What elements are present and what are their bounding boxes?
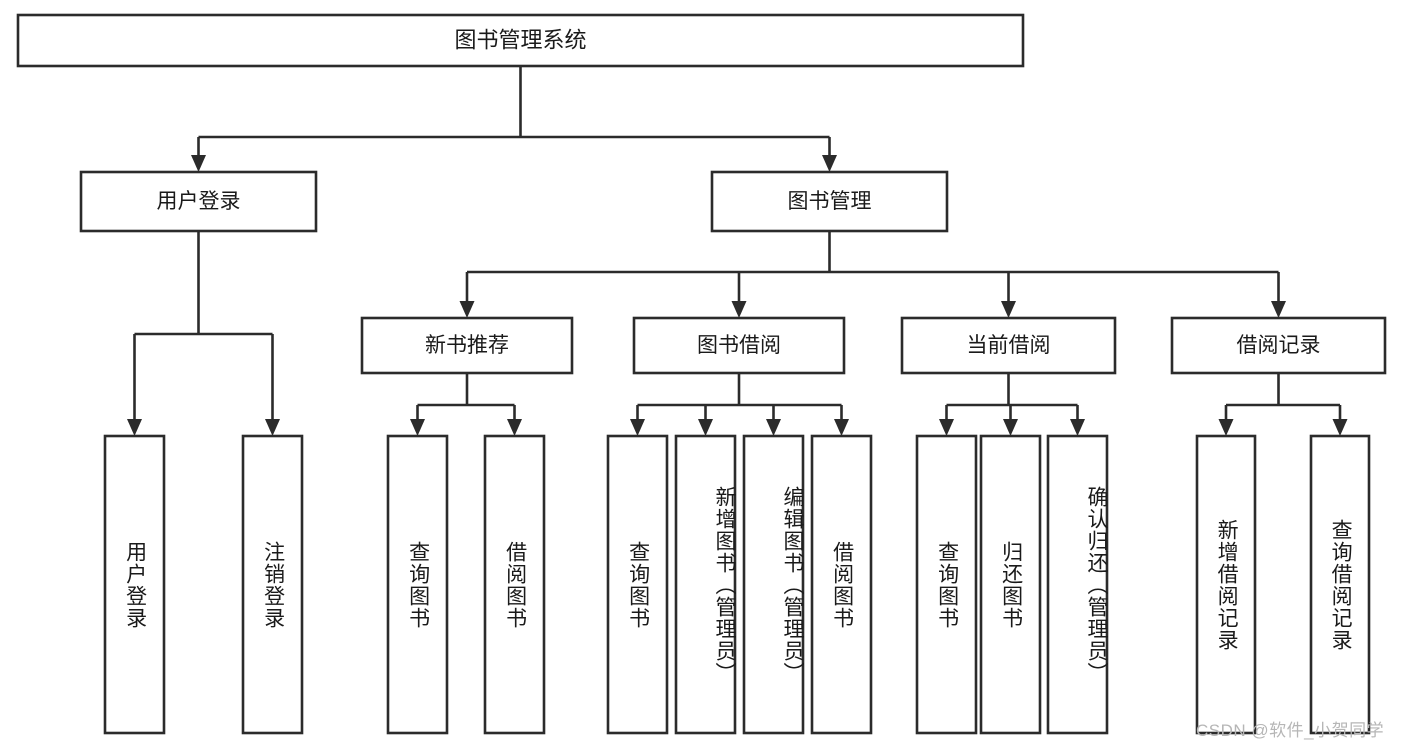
arrow-to-borrow-record (1271, 301, 1286, 318)
arrow-to-leaf-query-book-recommend (410, 419, 425, 436)
node-current-borrow[interactable]: 当前借阅 (900, 316, 1117, 375)
node-leaf-edit-book[interactable] (742, 434, 805, 735)
node-user-login-label: 用户登录 (157, 190, 241, 213)
arrow-to-leaf-query-borrow-record (1332, 419, 1348, 436)
arrow-to-leaf-confirm-return (1070, 419, 1085, 436)
node-root-label: 图书管理系统 (454, 27, 586, 52)
node-leaf-query-borrow-record[interactable] (1309, 434, 1371, 735)
arrow-to-leaf-user-logout (265, 419, 280, 436)
node-leaf-query-book-recommend[interactable] (386, 434, 449, 735)
arrow-to-leaf-edit-book (766, 419, 781, 436)
arrow-to-leaf-borrow-book-recommend (507, 419, 522, 436)
node-leaf-add-borrow-record[interactable] (1195, 434, 1257, 735)
node-leaf-query-book-current[interactable] (915, 434, 978, 735)
arrow-to-leaf-return-book (1003, 419, 1018, 436)
node-borrow-record-rect[interactable] (1170, 316, 1387, 375)
node-leaf-return-book[interactable] (979, 434, 1042, 735)
node-leaf-user-logout[interactable] (241, 434, 304, 735)
node-book-borrow-label: 图书借阅 (697, 334, 781, 357)
node-root-rect[interactable] (16, 13, 1025, 68)
node-new-book-recommend[interactable]: 新书推荐 (360, 316, 574, 375)
node-leaf-add-book[interactable] (674, 434, 737, 735)
node-user-login[interactable]: 用户登录 (79, 170, 318, 233)
arrow-to-leaf-add-book (698, 419, 713, 436)
node-leaf-borrow-book[interactable] (810, 434, 873, 735)
node-book-manage-label: 图书管理 (788, 190, 872, 213)
arrow-to-leaf-query-book-current (939, 419, 954, 436)
node-book-borrow-rect[interactable] (632, 316, 846, 375)
arrow-to-new-book-recommend (459, 301, 475, 318)
arrow-to-leaf-user-login (127, 419, 142, 436)
node-root[interactable]: 图书管理系统 (16, 13, 1025, 68)
arrow-to-book-manage (822, 155, 837, 172)
node-leaf-user-login[interactable] (103, 434, 166, 735)
arrow-to-leaf-borrow-book (834, 419, 849, 436)
node-book-manage-rect[interactable] (710, 170, 949, 233)
connector-layer (127, 66, 1348, 436)
arrow-to-user-login (191, 155, 206, 172)
node-leaf-confirm-return[interactable] (1046, 434, 1109, 735)
arrow-to-current-borrow (1001, 301, 1016, 318)
node-new-book-recommend-rect[interactable] (360, 316, 574, 375)
arrow-to-leaf-add-borrow-record (1218, 419, 1234, 436)
csdn-watermark: CSDN @软件_小贺同学 (1196, 721, 1385, 740)
node-book-borrow[interactable]: 图书借阅 (632, 316, 846, 375)
node-current-borrow-label: 当前借阅 (967, 334, 1051, 357)
node-borrow-record[interactable]: 借阅记录 (1170, 316, 1387, 375)
node-new-book-recommend-label: 新书推荐 (425, 334, 509, 357)
node-user-login-rect[interactable] (79, 170, 318, 233)
arrow-to-leaf-query-book-borrow (630, 419, 645, 436)
node-leaf-borrow-book-recommend[interactable] (483, 434, 546, 735)
node-borrow-record-label: 借阅记录 (1237, 334, 1321, 357)
arrow-to-book-borrow (731, 301, 747, 318)
node-book-manage[interactable]: 图书管理 (710, 170, 949, 233)
node-leaf-query-book-borrow[interactable] (606, 434, 669, 735)
node-current-borrow-rect[interactable] (900, 316, 1117, 375)
